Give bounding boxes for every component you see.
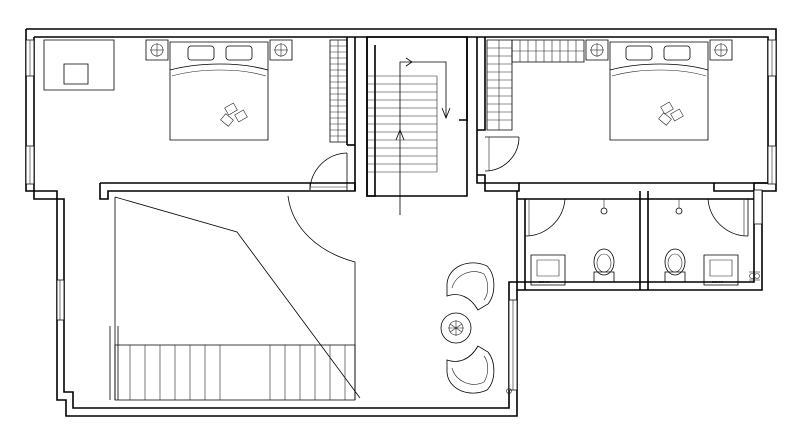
bed-left-sheet: [170, 64, 268, 70]
door-bedroom-left[interactable]: [310, 153, 347, 191]
window-right-bath: [754, 190, 762, 224]
coffee-table: [441, 313, 471, 343]
bathrooms: BIDAMI BIDAMI: [517, 191, 760, 290]
stair-lower-treads: [130, 345, 345, 400]
pillow-right-2: [664, 46, 690, 60]
stair-treads: [367, 76, 437, 172]
outer-walls: [26, 29, 776, 416]
wardrobe-left: [330, 40, 347, 142]
pillow-left-1: [188, 46, 214, 60]
bed-right-decor: [659, 102, 684, 125]
shower-left: [601, 208, 607, 214]
window-left-hall: [57, 280, 64, 320]
sink-right-label: BIDAMI: [712, 280, 723, 284]
nightstand-right-1: [586, 40, 608, 60]
bedroom-left: [44, 37, 355, 199]
toilet-left: [594, 249, 614, 282]
shower-right: [676, 208, 682, 214]
bed-right: [610, 42, 708, 140]
wardrobe-right-side: [487, 40, 512, 130]
armchair-top: [447, 263, 494, 310]
sink-right: [704, 255, 738, 285]
staircase: [367, 37, 467, 215]
stair-arrow-path: [400, 62, 446, 215]
door-bath-right[interactable]: [708, 199, 748, 236]
door-bedroom-right[interactable]: [485, 137, 519, 171]
stair-lower: [115, 345, 355, 400]
nightstand-left-2: [270, 40, 292, 60]
armchair-bottom: [447, 346, 494, 393]
door-bath-left[interactable]: [525, 199, 565, 236]
sink-left-label: BIDAMI: [539, 280, 550, 284]
bed-left: [170, 42, 268, 140]
floor-drain: [507, 389, 512, 394]
desk-left: [44, 40, 114, 90]
living-area: [110, 196, 512, 400]
chair-left: [64, 64, 88, 84]
nightstand-right-2: [710, 40, 732, 60]
sink-left: [531, 255, 565, 285]
toilet-right: [665, 249, 685, 282]
bed-left-decor: [221, 103, 248, 126]
nightstand-left-1: [146, 40, 168, 60]
bedroom-right: [477, 37, 768, 191]
wardrobe-left-hangers: [330, 40, 347, 142]
pillow-right-1: [626, 46, 652, 60]
windows: [26, 40, 776, 390]
pillow-left-2: [226, 46, 252, 60]
